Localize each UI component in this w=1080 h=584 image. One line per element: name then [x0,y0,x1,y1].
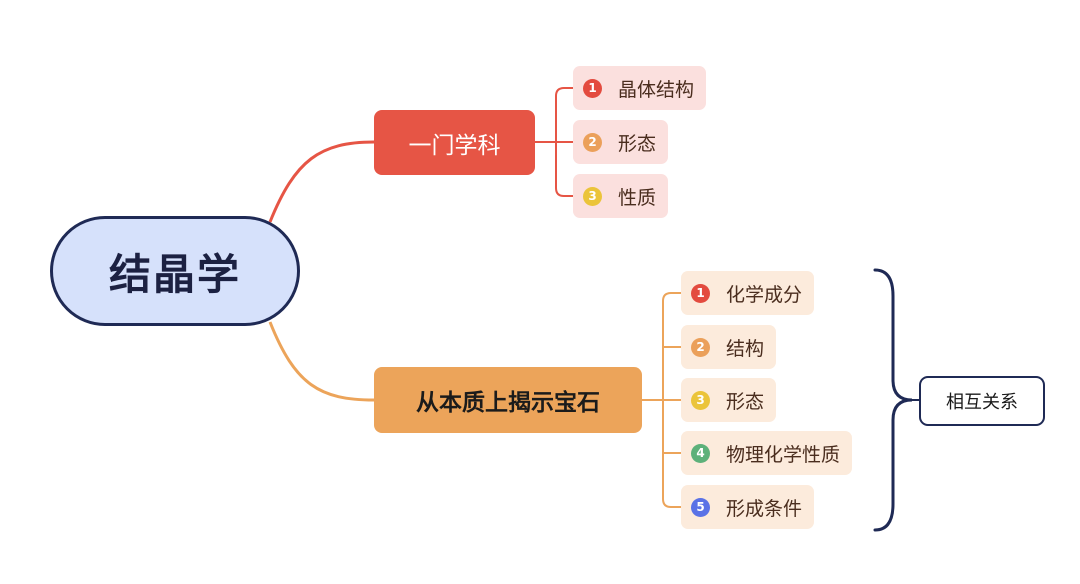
leaf-label: 结构 [726,337,765,360]
leaf-node[interactable]: 2 形态 [573,120,669,164]
summary-label: 相互关系 [946,392,1018,413]
connector-root-branch2 [268,321,375,402]
leaf-label: 形成条件 [726,497,803,520]
branch-label: 一门学科 [408,132,501,159]
leaf-label: 晶体结构 [618,78,695,101]
number-3-icon: 3 [691,390,710,410]
leaf-label: 性质 [618,186,657,209]
leaf-node[interactable]: 1 化学成分 [681,271,815,315]
number-2-icon: 2 [583,132,602,152]
number-3-icon: 3 [583,186,602,206]
number-1-icon: 1 [583,78,602,98]
branch-node-1[interactable]: 一门学科 [374,110,535,175]
connector-root-branch1 [268,140,375,223]
number-1-icon: 1 [691,283,710,303]
leaf-label: 形态 [726,390,765,413]
leaf-node[interactable]: 2 结构 [681,325,777,369]
leaf-label: 物理化学性质 [726,443,841,466]
branch-node-2[interactable]: 从本质上揭示宝石 [374,367,642,433]
number-2-icon: 2 [691,337,710,357]
number-5-icon: 5 [691,497,710,517]
leaf-label: 形态 [618,132,657,155]
leaf-node[interactable]: 3 性质 [573,174,669,218]
leaf-node[interactable]: 3 形态 [681,378,777,422]
connector-branch1-leaves [535,87,573,197]
branch-label: 从本质上揭示宝石 [416,390,600,416]
leaf-node[interactable]: 1 晶体结构 [573,66,707,110]
leaf-node[interactable]: 5 形成条件 [681,485,815,529]
root-label: 结晶学 [108,249,241,299]
summary-node[interactable]: 相互关系 [919,376,1045,426]
number-4-icon: 4 [691,443,710,463]
root-node[interactable]: 结晶学 [50,216,300,326]
leaf-node[interactable]: 4 物理化学性质 [681,431,853,475]
leaf-label: 化学成分 [726,283,803,306]
connector-branch2-leaves [642,292,681,508]
